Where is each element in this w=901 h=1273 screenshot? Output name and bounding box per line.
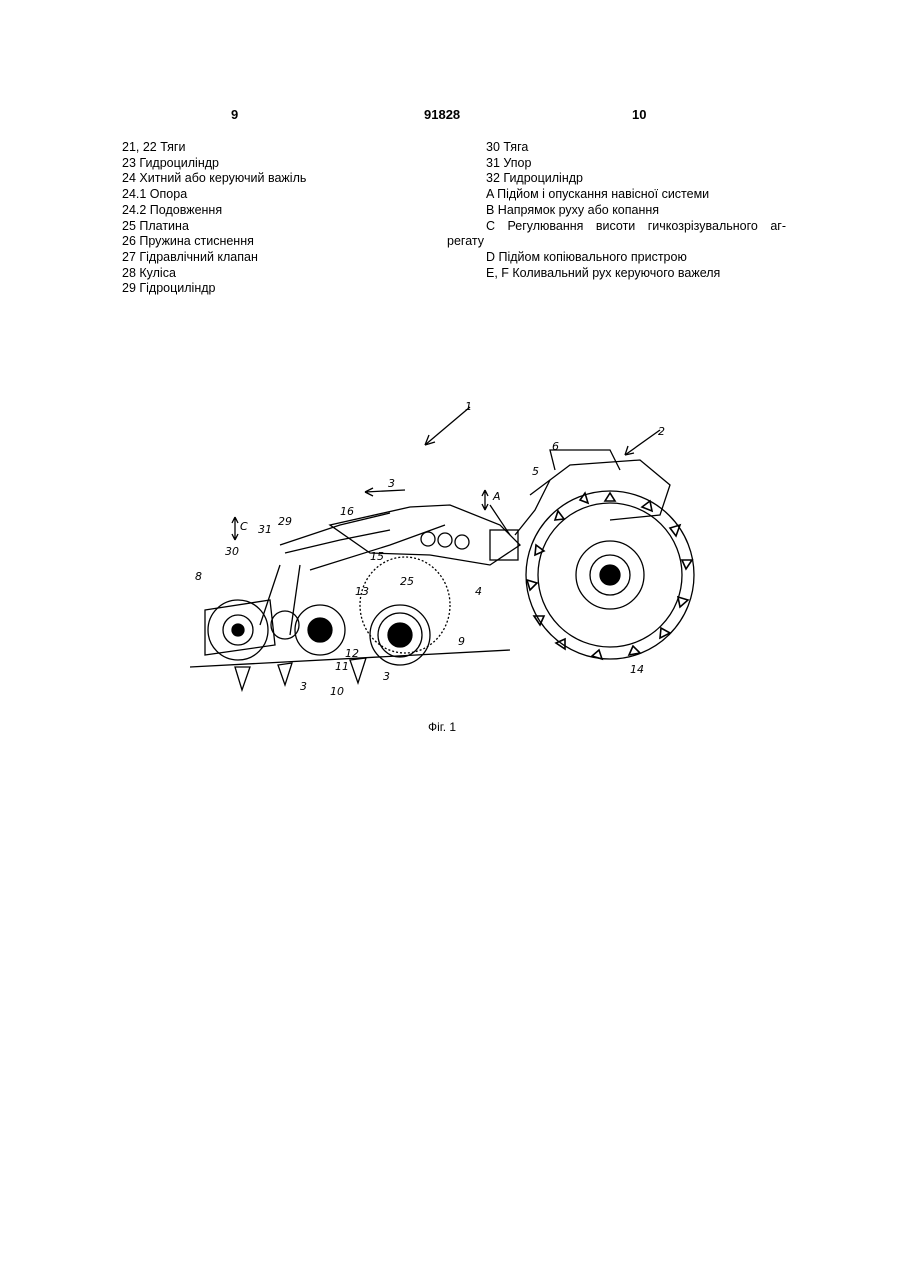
label-13: 13 (355, 585, 369, 598)
legend-item: 27 Гідравлічний клапан (122, 250, 306, 266)
legend-item: 29 Гідроциліндр (122, 281, 306, 297)
label-31: 31 (258, 523, 272, 536)
share (350, 658, 366, 683)
topper-drum (205, 600, 275, 660)
label-a: A (492, 490, 501, 503)
arrow-2 (625, 430, 660, 455)
legend-item: 23 Гидроциліндр (122, 156, 306, 172)
label-25: 25 (400, 575, 414, 588)
arrow-a (482, 490, 488, 510)
label-11: 11 (335, 660, 349, 673)
legend-item: D Підйом копіювального пристрою (486, 250, 786, 266)
page-number-left: 9 (231, 107, 238, 122)
label-3: 3 (388, 477, 395, 490)
page-number-right: 10 (632, 107, 646, 122)
label-c: C (240, 520, 248, 533)
legend-item: A Підйом і опускання навісної системи (486, 187, 786, 203)
label-30: 30 (225, 545, 239, 558)
tractor-body (530, 460, 670, 520)
label-3c: 3 (383, 670, 390, 683)
legend-item: B Напрямок руху або копання (486, 203, 786, 219)
label-14: 14 (630, 663, 644, 676)
label-10: 10 (330, 685, 344, 698)
harvester-drawing: 1 2 3 5 6 A C 31 29 30 16 15 25 4 8 9 12… (190, 395, 710, 715)
legend-right-column: 30 Тяга 31 Упор 32 Гидроциліндр A Підйом… (486, 140, 786, 281)
legend-item: 31 Упор (486, 156, 786, 172)
legend-item-c-continuation: регату (447, 234, 786, 250)
legend-item: 26 Пружина стиснення (122, 234, 306, 250)
label-3b: 3 (300, 680, 307, 693)
legend-item: 24.2 Подовження (122, 203, 306, 219)
label-16: 16 (340, 505, 354, 518)
legend-item-c: C Регулювання висоти гичкозрізувального … (486, 219, 786, 235)
arrow-1 (425, 407, 470, 445)
arrow-c (232, 517, 238, 540)
legend-item: 24 Хитний або керуючий важіль (122, 171, 306, 187)
legend-item: 24.1 Опора (122, 187, 306, 203)
legend-item: 32 Гидроциліндр (486, 171, 786, 187)
main-frame (330, 505, 520, 565)
share (235, 667, 250, 690)
label-6: 6 (552, 440, 559, 453)
figure-caption: Фіг. 1 (428, 720, 456, 734)
digging-gear (271, 605, 345, 655)
label-5: 5 (532, 465, 539, 478)
label-29: 29 (278, 515, 292, 528)
arrow-direction (365, 490, 405, 492)
label-9: 9 (458, 635, 465, 648)
label-12: 12 (345, 647, 359, 660)
legend-item: 30 Тяга (486, 140, 786, 156)
label-1: 1 (465, 400, 472, 413)
legend-item: E, F Коливальний рух керуючого важеля (486, 266, 786, 282)
label-15: 15 (370, 550, 384, 563)
share (278, 663, 292, 685)
legend-item: 25 Платина (122, 219, 306, 235)
legend-left-column: 21, 22 Тяги 23 Гидроциліндр 24 Хитний аб… (122, 140, 306, 297)
label-2: 2 (658, 425, 665, 438)
tractor-cab (550, 450, 620, 470)
label-8: 8 (195, 570, 202, 583)
legend-item: 21, 22 Тяги (122, 140, 306, 156)
label-4: 4 (475, 585, 482, 598)
patent-number: 91828 (424, 107, 460, 122)
legend-item: 28 Куліса (122, 266, 306, 282)
